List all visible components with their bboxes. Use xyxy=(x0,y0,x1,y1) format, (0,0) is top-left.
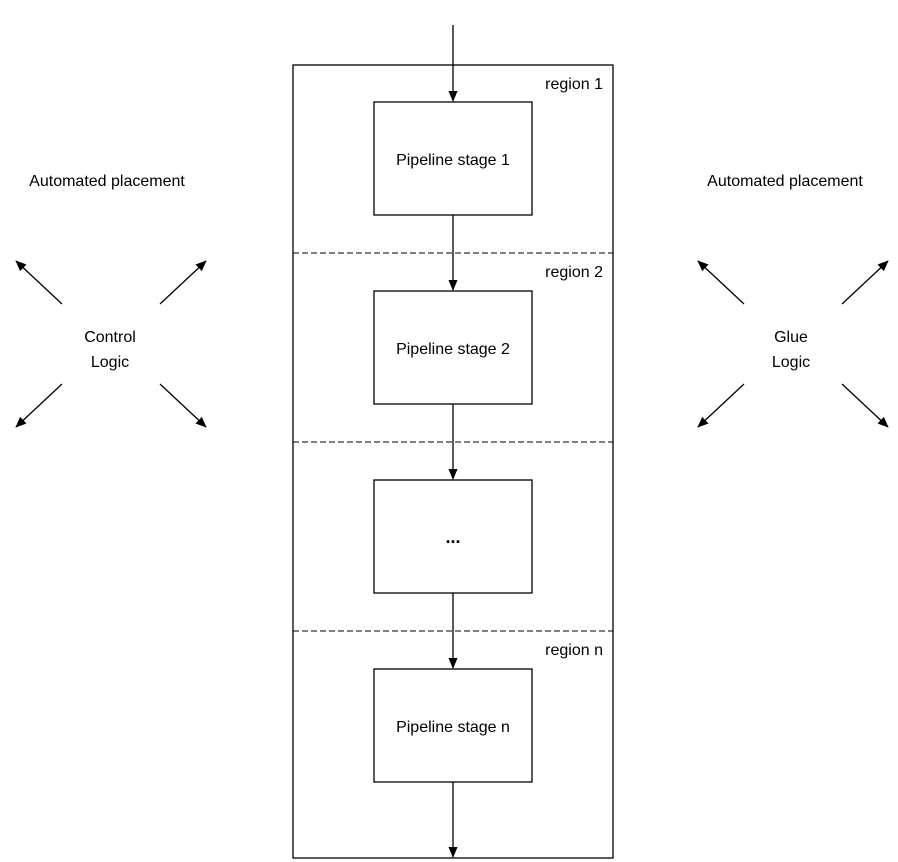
left-placement-arrow-up-left xyxy=(15,260,63,305)
left-automated-placement-label: Automated placement xyxy=(29,173,185,190)
region-2-label: region 2 xyxy=(545,264,603,281)
pipeline-stage-1-label: Pipeline stage 1 xyxy=(396,152,510,169)
pipeline-stage-n-box xyxy=(373,668,533,783)
right-placement-arrow-down-right xyxy=(841,383,889,428)
right-placement-arrow-down-left xyxy=(697,383,745,428)
glue-logic-label-line1: Glue xyxy=(774,329,808,346)
pipeline-stage-ellipsis-box xyxy=(373,479,533,594)
region-1-label: region 1 xyxy=(545,76,603,93)
pipeline-stage-ellipsis-label: ... xyxy=(445,527,460,547)
region-n-label: region n xyxy=(545,642,603,659)
pipeline-stage-1-box xyxy=(373,101,533,216)
pipeline-stage-2-label: Pipeline stage 2 xyxy=(396,341,510,358)
control-logic-label-line2: Logic xyxy=(91,354,129,371)
left-placement-arrow-up-right xyxy=(159,260,207,305)
pipeline-stage-2-box xyxy=(373,290,533,405)
glue-logic-label-line2: Logic xyxy=(772,354,810,371)
right-placement-arrow-up-right xyxy=(841,260,889,305)
pipeline-stage-n-label: Pipeline stage n xyxy=(396,719,510,736)
left-placement-arrow-down-right xyxy=(159,383,207,428)
right-placement-arrow-up-left xyxy=(697,260,745,305)
left-placement-arrow-down-left xyxy=(15,383,63,428)
control-logic-label-line1: Control xyxy=(84,329,136,346)
right-automated-placement-label: Automated placement xyxy=(707,173,863,190)
